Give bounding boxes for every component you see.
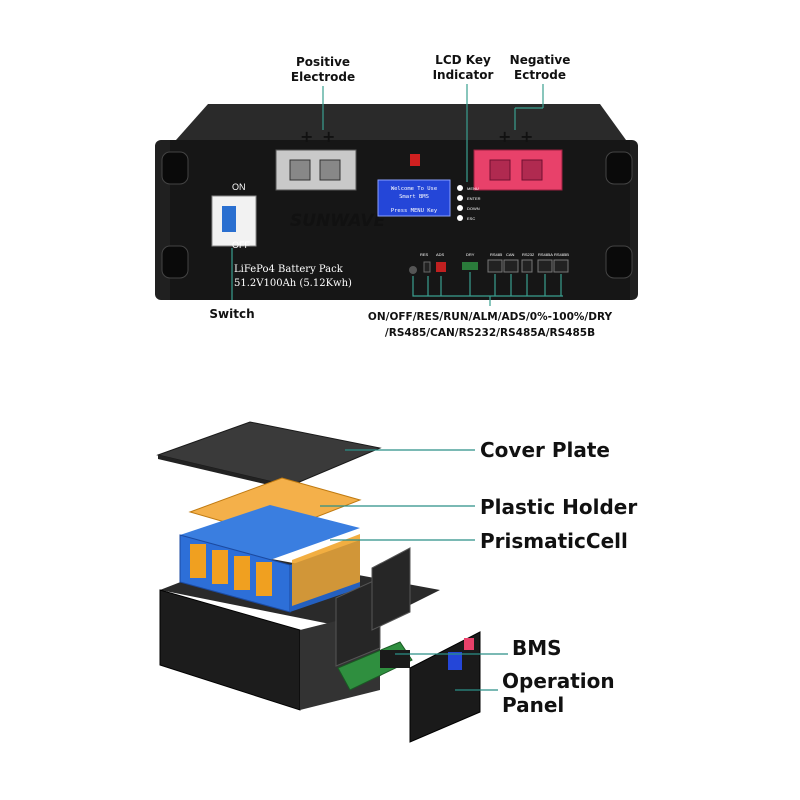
battery-front-view: + + + + ON OFF SUNWAVE LiFePo4 Battery P… bbox=[155, 53, 638, 339]
dry-contact-port bbox=[462, 262, 478, 270]
bms-module bbox=[380, 650, 410, 668]
red-indicator bbox=[410, 154, 420, 166]
menu-key-icon bbox=[457, 185, 463, 191]
can-port bbox=[503, 259, 519, 273]
callout-lcd-line2: Indicator bbox=[433, 68, 494, 82]
enter-key-icon bbox=[457, 195, 463, 201]
cover-plate-edge bbox=[158, 455, 290, 490]
cover-plate bbox=[156, 421, 382, 487]
label-plastic-holder: Plastic Holder bbox=[480, 495, 637, 519]
brand-logo-text: SUNWAVE bbox=[290, 211, 386, 231]
lcd-line-3: Press MENU Key bbox=[391, 208, 438, 214]
lcd-line-2: Smart BMS bbox=[399, 194, 429, 200]
key-esc-label: ESC bbox=[467, 216, 475, 221]
cell-pad-2 bbox=[212, 550, 228, 584]
negative-plus-2: + bbox=[520, 127, 533, 146]
side-bracket-left bbox=[335, 577, 381, 667]
port-label-rs485a: RS485A bbox=[538, 252, 553, 257]
label-operation-line1: Operation bbox=[502, 669, 615, 693]
label-prismatic-cell: PrismaticCell bbox=[480, 529, 628, 553]
esc-key-icon bbox=[457, 215, 463, 221]
rs485a-port bbox=[537, 259, 553, 273]
cell-pad-4 bbox=[256, 562, 272, 596]
left-handle-top bbox=[161, 151, 189, 185]
label-operation-line2: Panel bbox=[502, 693, 564, 717]
cell-pad-3 bbox=[234, 556, 250, 590]
top-lid bbox=[176, 104, 626, 140]
breaker-switch: ON OFF bbox=[211, 182, 257, 250]
exploded-leader-lines bbox=[320, 449, 508, 691]
cell-pad-1 bbox=[190, 544, 206, 578]
rs232-port bbox=[521, 259, 533, 273]
port-label-dry: DRY bbox=[466, 252, 475, 257]
rs485-port bbox=[487, 259, 503, 273]
ports-caption-line2: /RS485/CAN/RS232/RS485A/RS485B bbox=[385, 327, 595, 339]
callout-lcd-line1: LCD Key bbox=[435, 53, 491, 67]
positive-terminal: + + bbox=[275, 127, 357, 191]
product-spec: 51.2V100Ah (5.12Kwh) bbox=[234, 278, 352, 289]
ports-row: RES ADS DRY RS485 CAN RS232 RS485A RS485… bbox=[409, 252, 569, 274]
port-label-rs232: RS232 bbox=[522, 252, 535, 257]
insulation-sheet bbox=[292, 534, 360, 606]
ads-dip-switch bbox=[436, 262, 446, 272]
label-cover-plate: Cover Plate bbox=[480, 438, 610, 462]
port-label-can: CAN bbox=[506, 252, 515, 257]
callout-negative-line2: Ectrode bbox=[514, 68, 566, 82]
switch-toggle bbox=[222, 206, 236, 232]
right-handle-top bbox=[605, 151, 633, 185]
callout-negative-line1: Negative bbox=[510, 53, 571, 67]
exploded-view: Cover Plate Plastic Holder PrismaticCell… bbox=[156, 421, 637, 743]
product-name: LiFePo4 Battery Pack bbox=[234, 264, 344, 275]
right-handle-bottom bbox=[605, 245, 633, 279]
positive-plus-1: + bbox=[300, 127, 313, 146]
negative-plus-1: + bbox=[498, 127, 511, 146]
res-port bbox=[423, 261, 431, 273]
key-down-label: DOWN bbox=[467, 206, 480, 211]
front-leader-lines bbox=[231, 84, 563, 306]
switch-off-label: OFF bbox=[232, 240, 250, 250]
operation-panel bbox=[409, 631, 481, 743]
panel-lcd bbox=[448, 652, 462, 670]
callout-switch: Switch bbox=[209, 307, 254, 321]
positive-plus-2: + bbox=[322, 127, 335, 146]
lcd-keys: MENU ENTER DOWN ESC bbox=[457, 185, 481, 221]
power-port-icon bbox=[409, 266, 417, 274]
lcd-screen: Welcome To Use Smart BMS Press MENU Key bbox=[377, 179, 451, 217]
callout-positive-line2: Electrode bbox=[291, 70, 355, 84]
panel-negative-terminal bbox=[464, 638, 474, 650]
callout-positive-line1: Positive bbox=[296, 55, 350, 69]
left-handle-bottom bbox=[161, 245, 189, 279]
negative-terminal: + + bbox=[473, 127, 563, 191]
port-label-ads: ADS bbox=[436, 252, 445, 257]
cell-stack-top bbox=[180, 505, 360, 560]
key-enter-label: ENTER bbox=[467, 196, 481, 201]
switch-on-label: ON bbox=[232, 182, 246, 192]
port-label-rs485: RS485 bbox=[490, 252, 503, 257]
ports-caption-line1: ON/OFF/RES/RUN/ALM/ADS/0%-100%/DRY bbox=[368, 311, 613, 323]
port-label-rs485b: RS485B bbox=[554, 252, 569, 257]
rs485b-port bbox=[553, 259, 569, 273]
side-bracket-right bbox=[371, 547, 411, 631]
label-bms: BMS bbox=[512, 636, 562, 660]
lcd-line-1: Welcome To Use bbox=[391, 186, 437, 192]
key-menu-label: MENU bbox=[467, 186, 479, 191]
down-key-icon bbox=[457, 205, 463, 211]
port-label-res: RES bbox=[420, 252, 429, 257]
